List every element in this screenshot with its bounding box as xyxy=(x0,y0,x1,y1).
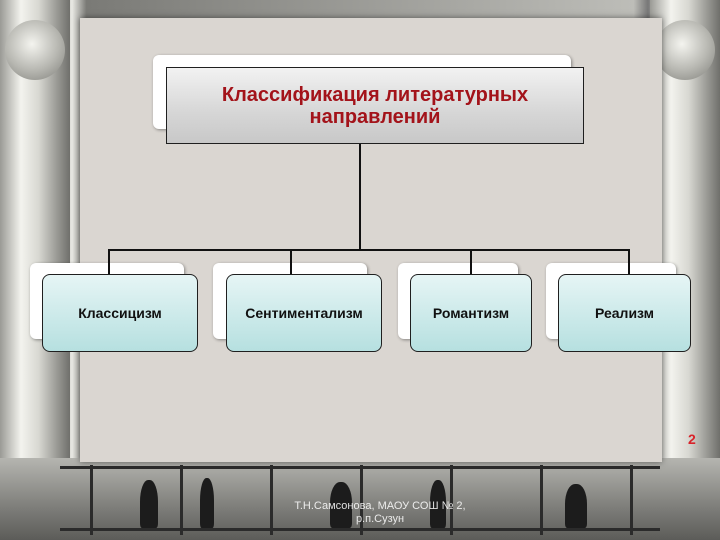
connector-branch xyxy=(470,249,472,275)
footer-line1: Т.Н.Самсонова, МАОУ СОШ № 2, xyxy=(294,500,466,512)
figure-silhouette-icon xyxy=(565,484,587,528)
node-classicism: Классицизм xyxy=(42,274,198,352)
fence-bar xyxy=(180,465,183,535)
node-sentimentalism: Сентиментализм xyxy=(226,274,382,352)
node-realism: Реализм xyxy=(558,274,691,352)
page-number: 2 xyxy=(688,431,696,447)
fence-bar xyxy=(630,465,633,535)
node-label: Сентиментализм xyxy=(245,305,363,321)
figure-silhouette-icon xyxy=(330,482,352,528)
diagram-title-line2: направлений xyxy=(309,105,441,128)
footer-line2: р.п.Сузун xyxy=(355,513,405,525)
figure-silhouette-icon xyxy=(140,480,158,528)
diagram-title-node: Классификация литературных направлений xyxy=(166,67,584,144)
fence-bar xyxy=(450,465,453,535)
connector-branch xyxy=(290,249,292,275)
fence-bar xyxy=(270,465,273,535)
lion-head-ornament-icon xyxy=(5,20,65,80)
node-label: Классицизм xyxy=(78,305,162,321)
connector-trunk xyxy=(359,144,361,250)
slide-footer: Т.Н.Самсонова, МАОУ СОШ № 2, р.п.Сузун xyxy=(270,500,490,526)
fence-bar xyxy=(90,465,93,535)
fence-bar xyxy=(540,465,543,535)
figure-silhouette-icon xyxy=(200,478,214,528)
connector-branch xyxy=(628,249,630,275)
node-label: Романтизм xyxy=(432,305,510,321)
diagram-title-line1: Классификация литературных xyxy=(221,83,529,106)
node-romanticism: Романтизм xyxy=(410,274,532,352)
fence-bar xyxy=(360,465,363,535)
lion-head-ornament-icon xyxy=(655,20,715,80)
figure-silhouette-icon xyxy=(430,480,446,528)
connector-bar xyxy=(108,249,630,251)
node-label: Реализм xyxy=(594,305,655,321)
connector-branch xyxy=(108,249,110,275)
